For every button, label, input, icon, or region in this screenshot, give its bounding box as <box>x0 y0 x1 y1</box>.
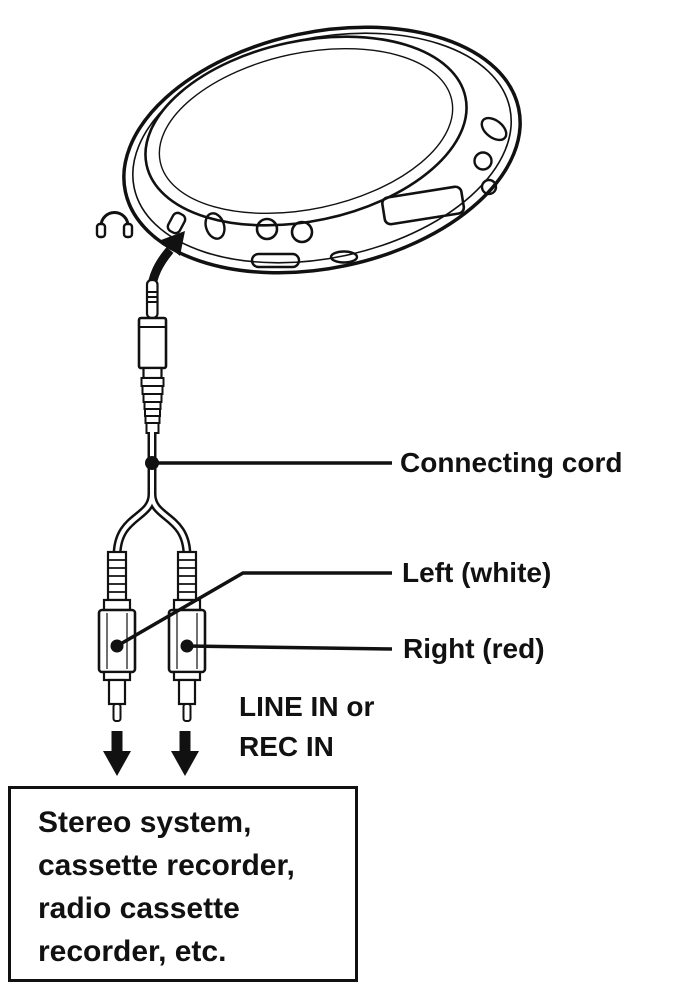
rca-plug-left <box>97 550 137 722</box>
portable-cd-player-illustration <box>122 25 522 275</box>
down-arrow-left-icon <box>103 731 131 776</box>
label-right-red: Right (red) <box>403 633 545 664</box>
device-box-line: radio cassette <box>38 892 240 925</box>
down-arrow-right-icon <box>171 731 199 776</box>
leader-line-right-plug <box>186 644 393 651</box>
leader-line-left-plug <box>116 571 392 648</box>
side-button <box>480 116 508 142</box>
stereo-mini-plug <box>137 278 168 434</box>
device-box-line: recorder, etc. <box>38 935 227 968</box>
device-box-line: Stereo system, <box>38 806 252 839</box>
volume-knob <box>204 212 226 240</box>
headphones-icon <box>95 211 134 239</box>
headphone-jack <box>166 211 187 235</box>
front-slot <box>250 252 301 269</box>
label-line-in: LINE IN or <box>239 691 375 722</box>
front-oval <box>329 250 359 264</box>
round-button <box>473 151 493 171</box>
connecting-cord-cable <box>112 432 192 557</box>
control-button <box>255 217 279 241</box>
round-button <box>480 178 498 196</box>
label-left-white: Left (white) <box>402 557 552 588</box>
label-rec-in: REC IN <box>239 731 334 762</box>
rca-plug-right <box>167 550 207 722</box>
device-box-line: cassette recorder, <box>38 849 295 882</box>
control-button <box>290 220 314 244</box>
label-connecting-cord: Connecting cord <box>400 447 623 478</box>
display-window <box>381 185 466 226</box>
device-box: Stereo system, cassette recorder, radio … <box>8 786 358 982</box>
